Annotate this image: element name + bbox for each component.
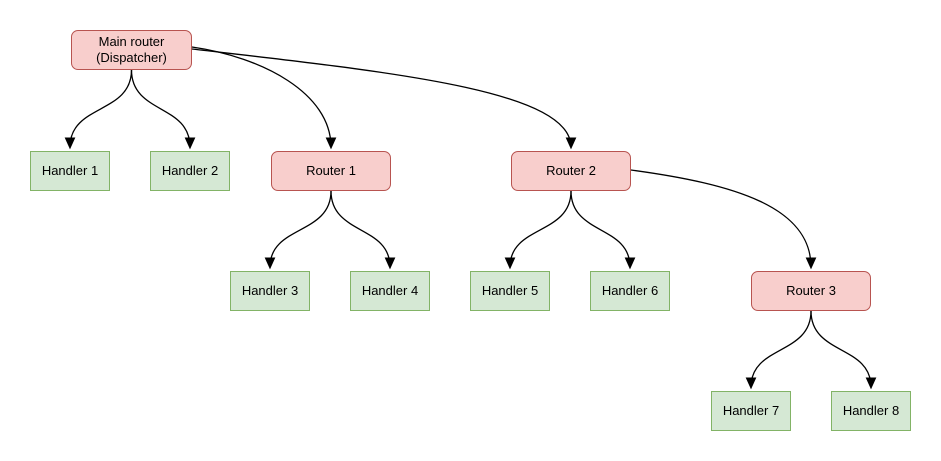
node-handler-4: Handler 4: [350, 271, 430, 311]
node-router-3: Router 3: [751, 271, 871, 311]
node-handler-1: Handler 1: [30, 151, 110, 191]
edge-router2-to-handler6: [570, 190, 636, 270]
node-handler-8: Handler 8: [831, 391, 911, 431]
node-main-router-dispatcher: Main router (Dispatcher): [71, 30, 192, 70]
node-router-1: Router 1: [271, 151, 391, 191]
edge-router2-to-handler5: [504, 190, 572, 270]
edge-main-to-router1: [191, 46, 337, 150]
edge-router2-to-router3: [630, 169, 817, 270]
edge-router3-to-handler8: [810, 310, 877, 390]
node-router-2: Router 2: [511, 151, 631, 191]
node-handler-2: Handler 2: [150, 151, 230, 191]
node-handler-7: Handler 7: [711, 391, 791, 431]
edge-router1-to-handler3: [264, 190, 332, 270]
node-handler-3: Handler 3: [230, 271, 310, 311]
edge-router3-to-handler7: [745, 310, 812, 390]
edge-main-to-handler1: [64, 69, 133, 150]
edge-main-to-handler2: [130, 69, 196, 150]
edge-router1-to-handler4: [330, 190, 396, 270]
edge-main-to-router2: [191, 48, 577, 150]
node-handler-5: Handler 5: [470, 271, 550, 311]
node-handler-6: Handler 6: [590, 271, 670, 311]
